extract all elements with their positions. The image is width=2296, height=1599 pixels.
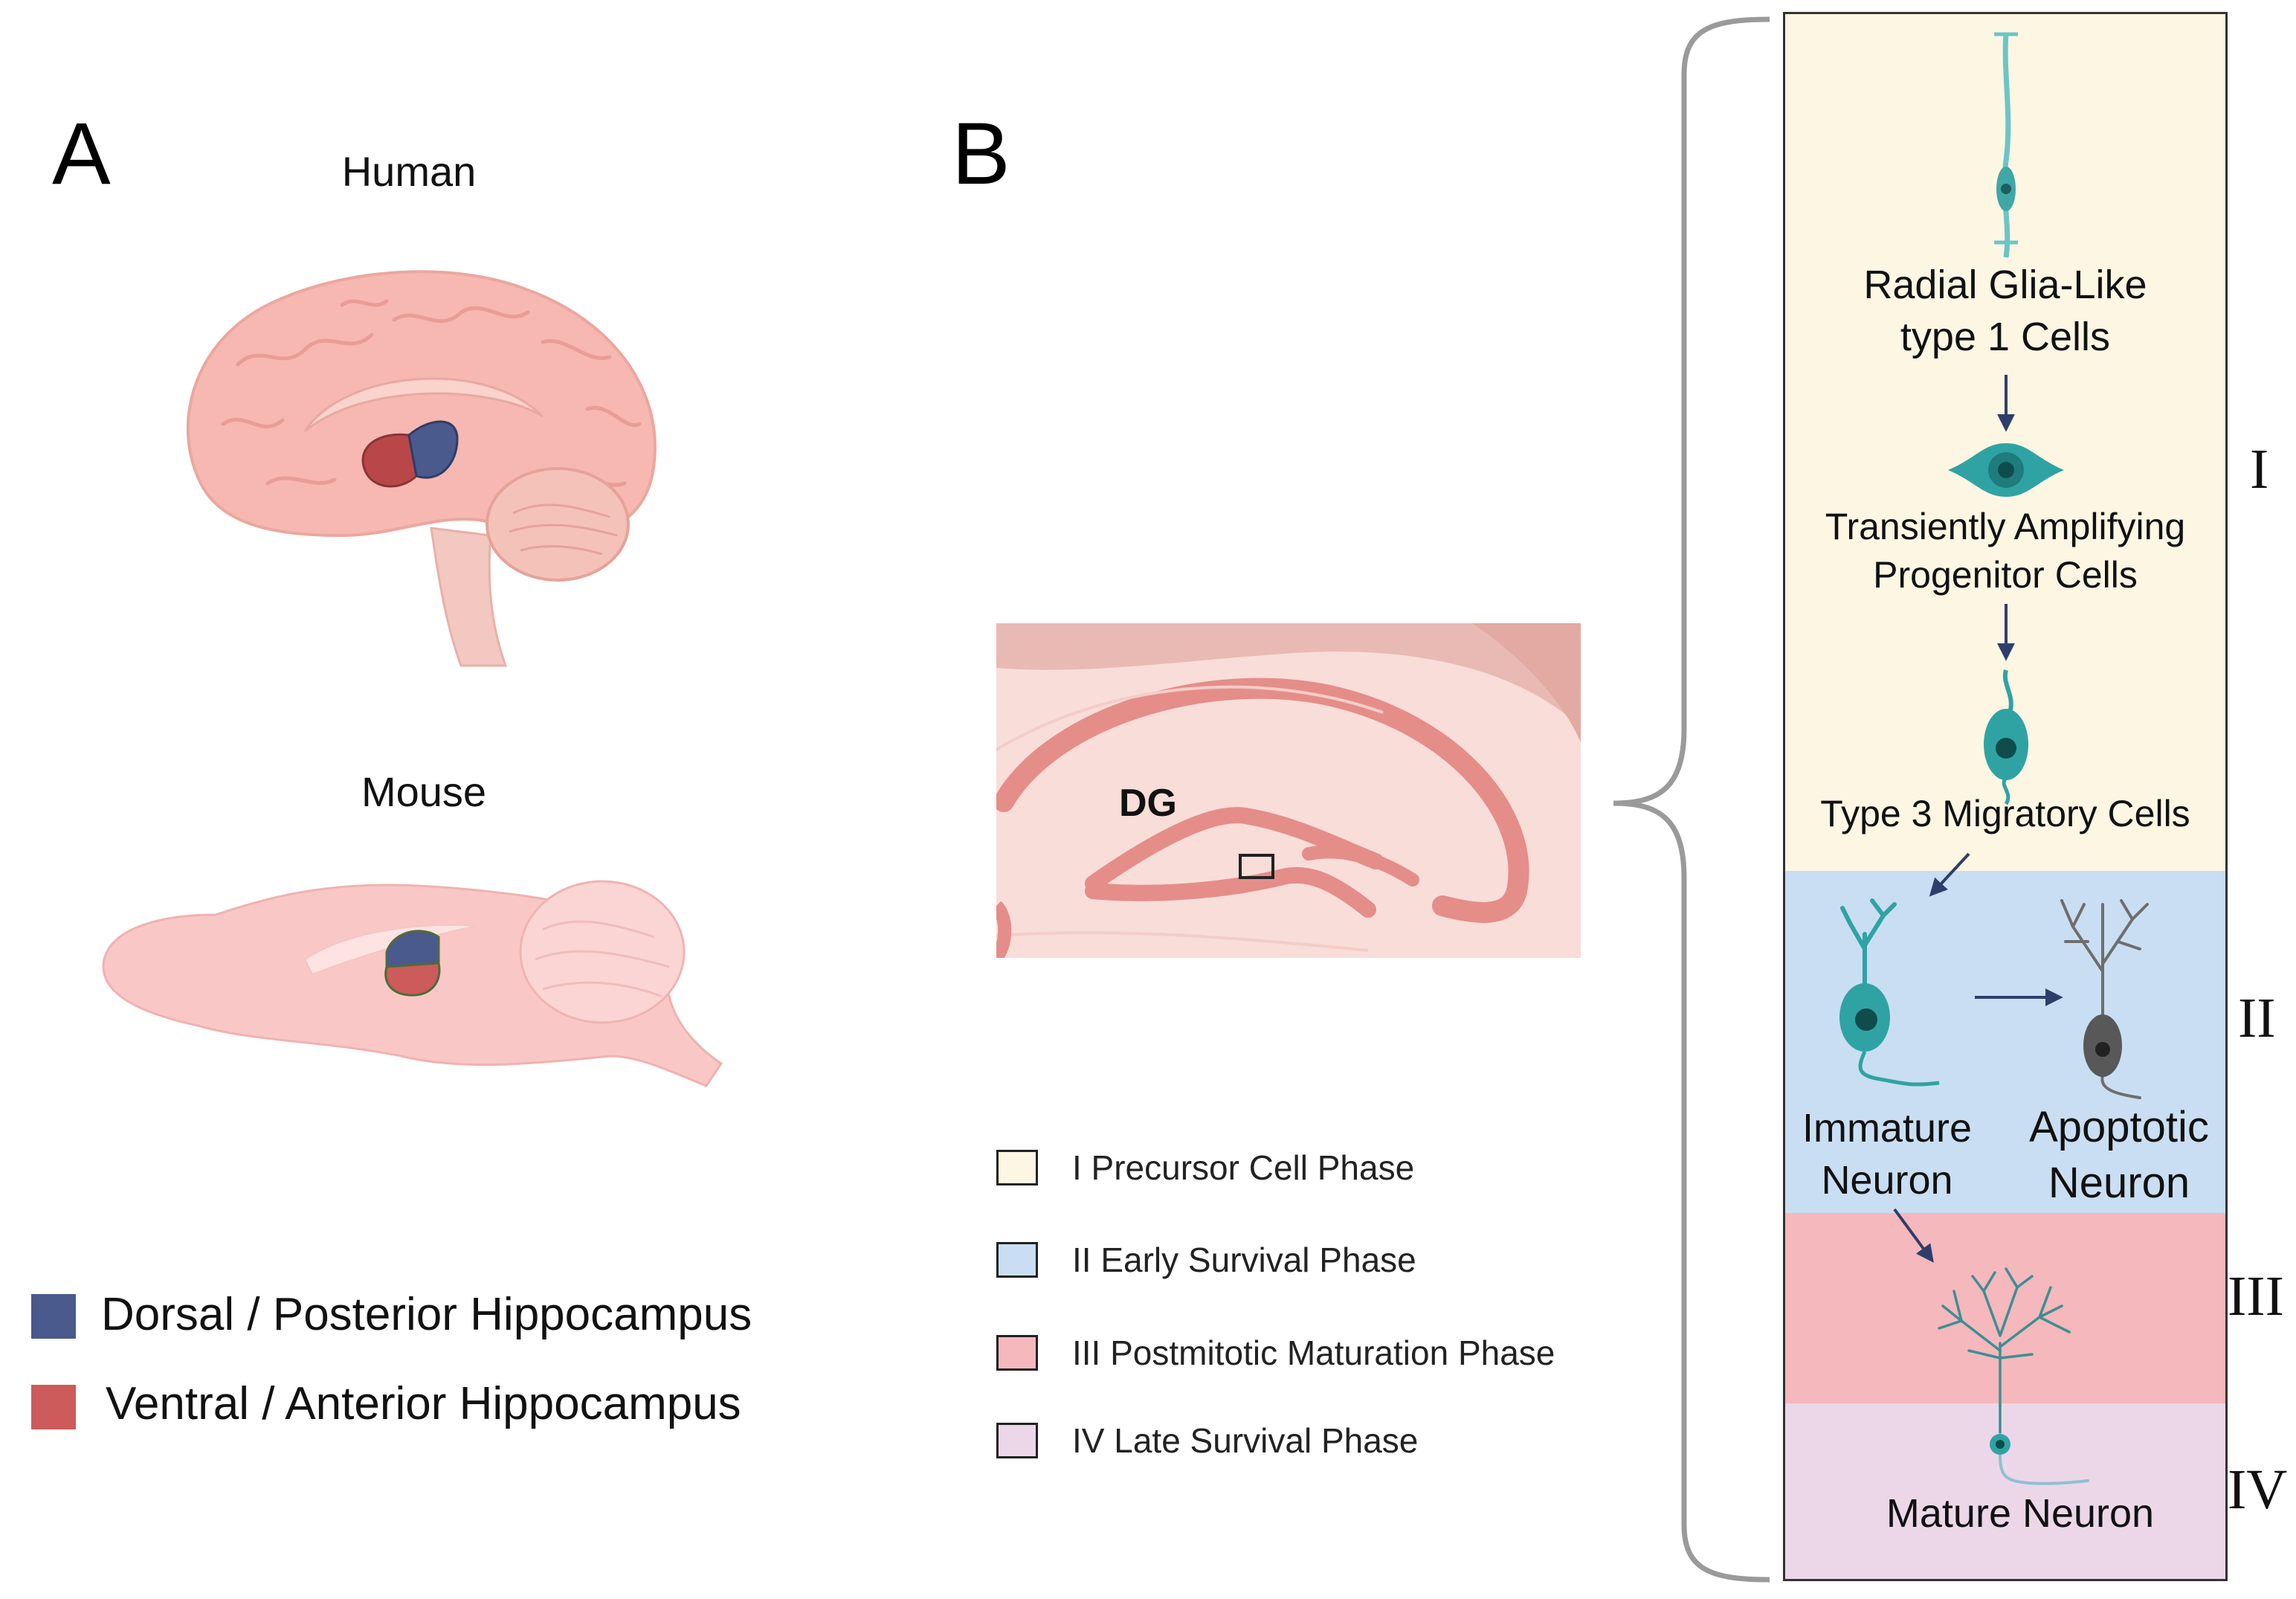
migratory-cell-icon bbox=[1984, 669, 2028, 805]
mouse-brain-illustration bbox=[102, 880, 723, 1087]
panel-a-letter: A bbox=[52, 105, 111, 203]
legend-b-swatch-3 bbox=[996, 1335, 1038, 1371]
dg-label: DG bbox=[1119, 782, 1177, 825]
phase-numeral-iv: IV bbox=[2228, 1458, 2288, 1521]
apoptotic-neuron-icon bbox=[2060, 899, 2149, 1099]
legend-b-swatch-1 bbox=[996, 1150, 1038, 1185]
phase-iv-band bbox=[1785, 1403, 2225, 1579]
panel-b-letter: B bbox=[952, 105, 1010, 203]
legend-b-label-1: I Precursor Cell Phase bbox=[1072, 1148, 1415, 1187]
radial-glia-label-line-2: type 1 Cells bbox=[1900, 315, 2111, 360]
apoptotic-neuron-label: Apoptotic Neuron bbox=[2008, 1099, 2231, 1212]
legend-swatch-dorsal bbox=[31, 1294, 76, 1339]
legend-label-ventral: Ventral / Anterior Hippocampus bbox=[106, 1378, 741, 1429]
legend-b-item-2: II Early Survival Phase bbox=[996, 1240, 1416, 1280]
legend-b-swatch-2 bbox=[996, 1242, 1038, 1278]
apoptotic-neuron-label-line-2: Neuron bbox=[2048, 1159, 2190, 1208]
apoptotic-neuron-label-line-1: Apoptotic bbox=[2029, 1103, 2209, 1151]
legend-b-swatch-4 bbox=[996, 1423, 1038, 1458]
dentate-gyrus-illustration bbox=[996, 623, 1581, 958]
neurogenesis-cells bbox=[1839, 32, 2149, 1485]
immature-neuron-icon bbox=[1839, 898, 1940, 1087]
legend-b-label-2: II Early Survival Phase bbox=[1072, 1241, 1416, 1279]
progenitor-label-line-1: Transiently Amplifying bbox=[1825, 506, 2186, 547]
progenitor-label: Transiently Amplifying Progenitor Cells bbox=[1783, 503, 2228, 599]
human-label: Human bbox=[341, 148, 477, 195]
legend-b-item-3: III Postmitotic Maturation Phase bbox=[996, 1333, 1555, 1373]
legend-swatch-ventral bbox=[31, 1385, 76, 1429]
phase-iii-band bbox=[1785, 1213, 2225, 1403]
legend-b-item-4: IV Late Survival Phase bbox=[996, 1421, 1418, 1461]
immature-neuron-label-line-2: Neuron bbox=[1821, 1158, 1953, 1203]
radial-glia-label: Radial Glia-Like type 1 Cells bbox=[1783, 259, 2228, 363]
human-brain-illustration bbox=[186, 270, 657, 667]
mouse-label: Mouse bbox=[361, 768, 487, 815]
phase-numeral-i: I bbox=[2250, 438, 2269, 501]
legend-b-label-4: IV Late Survival Phase bbox=[1072, 1421, 1419, 1460]
legend-label-dorsal: Dorsal / Posterior Hippocampus bbox=[101, 1289, 752, 1340]
immature-neuron-label-line-1: Immature bbox=[1802, 1106, 1973, 1151]
progenitor-cell-icon bbox=[1948, 443, 2064, 497]
curly-brace bbox=[1613, 16, 1770, 1583]
migratory-label: Type 3 Migratory Cells bbox=[1820, 793, 2190, 834]
legend-b-label-3: III Postmitotic Maturation Phase bbox=[1072, 1333, 1555, 1372]
progenitor-label-line-2: Progenitor Cells bbox=[1873, 554, 2138, 596]
mature-neuron-label: Mature Neuron bbox=[1886, 1491, 2155, 1536]
phase-numeral-ii: II bbox=[2238, 987, 2276, 1049]
radial-glia-cell-icon bbox=[1994, 32, 2018, 258]
phase-numeral-iii: III bbox=[2228, 1265, 2284, 1328]
mature-neuron-icon bbox=[1938, 1267, 2089, 1485]
legend-b-item-1: I Precursor Cell Phase bbox=[996, 1148, 1414, 1188]
radial-glia-label-line-1: Radial Glia-Like bbox=[1863, 263, 2147, 307]
immature-neuron-label: Immature Neuron bbox=[1783, 1102, 1991, 1206]
